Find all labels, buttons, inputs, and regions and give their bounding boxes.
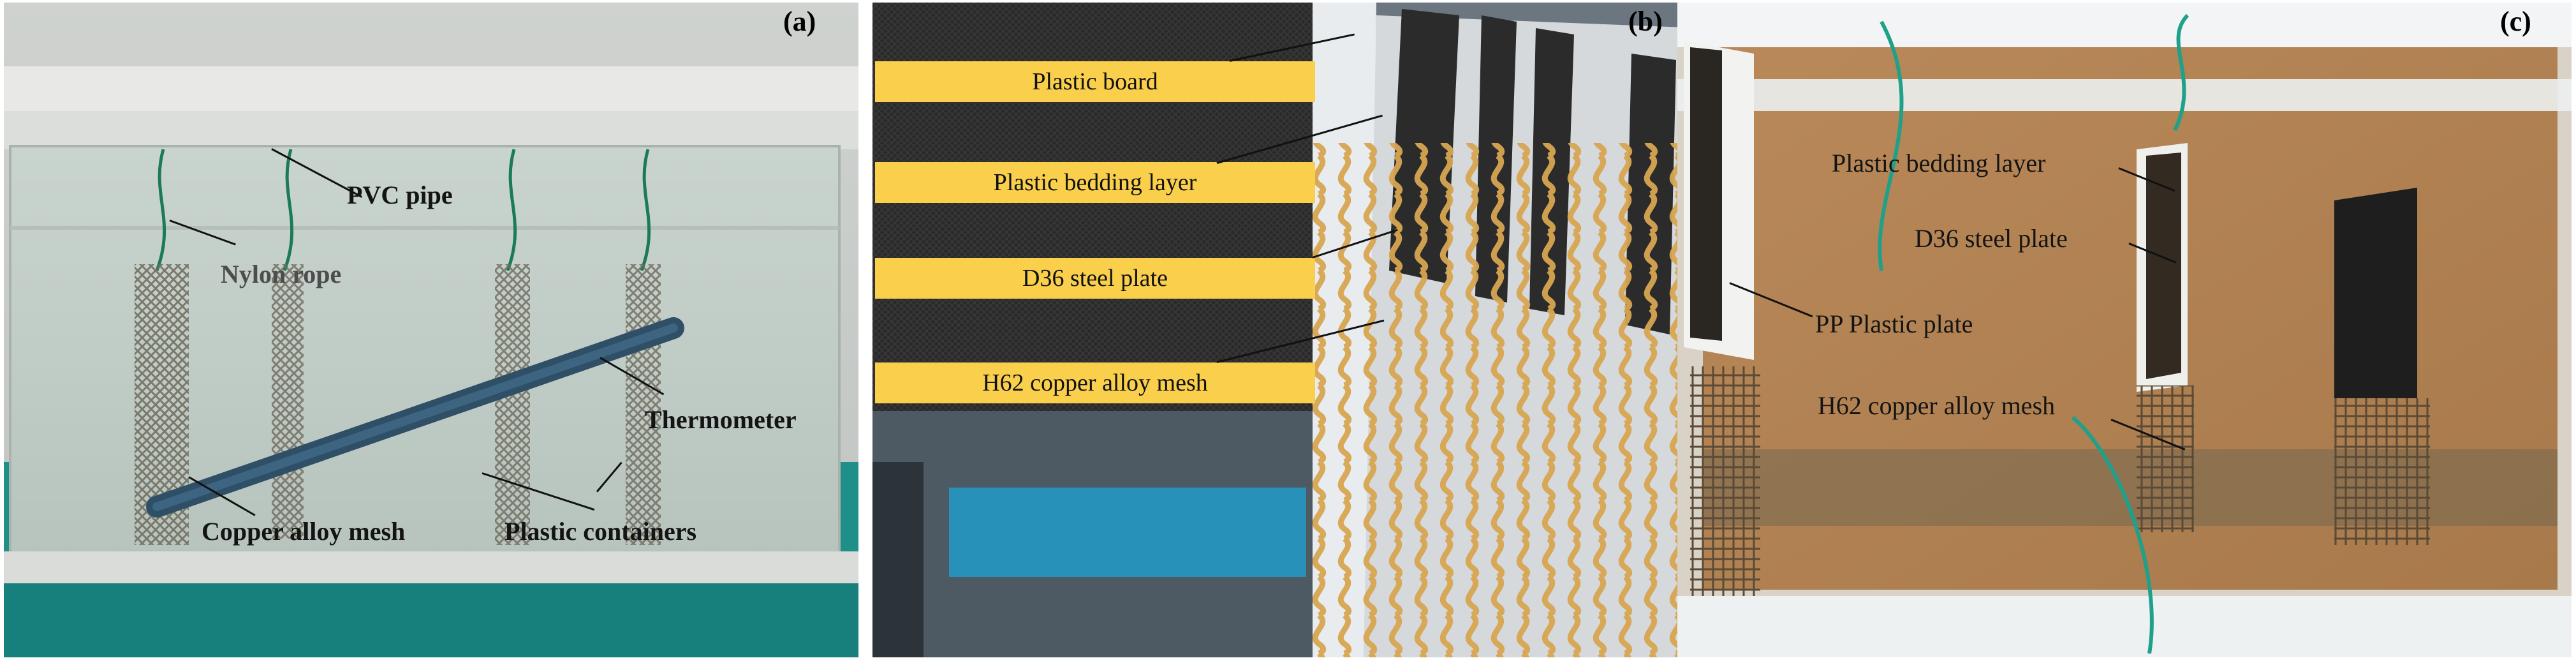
panel-a-photo: (a) PVC pipe Nylon rope Thermometer Copp…	[4, 3, 858, 657]
label-plastic-bedding-layer: Plastic bedding layer	[993, 169, 1197, 196]
label-h62-copper-alloy-mesh: H62 copper alloy mesh	[982, 370, 1208, 396]
label-d36-steel-plate-c: D36 steel plate	[1915, 224, 2068, 253]
label-plastic-board: Plastic board	[1032, 68, 1158, 95]
panel-c-photo: (c) Plastic bedding layer D36 steel plat…	[1677, 3, 2572, 657]
label-nylon-rope: Nylon rope	[221, 260, 342, 288]
panel-tag-c: (c)	[2500, 6, 2531, 37]
label-box-plastic-board: Plastic board	[875, 61, 1315, 102]
label-pvc-pipe: PVC pipe	[347, 181, 453, 209]
tank-photo-c	[1677, 3, 2572, 657]
label-copper-alloy-mesh: Copper alloy mesh	[202, 517, 406, 546]
label-box-bedding-layer: Plastic bedding layer	[875, 162, 1315, 203]
label-thermometer: Thermometer	[645, 405, 797, 434]
label-plastic-containers: Plastic containers	[504, 517, 697, 546]
label-h62-copper-alloy-mesh-c: H62 copper alloy mesh	[1818, 391, 2056, 420]
panel-tag-a: (a)	[783, 6, 816, 37]
panel-tag-b: (b)	[1628, 6, 1663, 37]
tank-photo-a	[4, 3, 858, 657]
label-box-steel-plate: D36 steel plate	[875, 258, 1315, 299]
label-box-copper-mesh: H62 copper alloy mesh	[875, 362, 1315, 403]
label-pp-plastic-plate: PP Plastic plate	[1815, 310, 1973, 338]
label-d36-steel-plate: D36 steel plate	[1022, 265, 1168, 292]
panel-b-photo: (b) Plastic board Plastic bedding layer …	[872, 3, 1702, 657]
label-plastic-bedding-layer-c: Plastic bedding layer	[1832, 149, 2046, 177]
